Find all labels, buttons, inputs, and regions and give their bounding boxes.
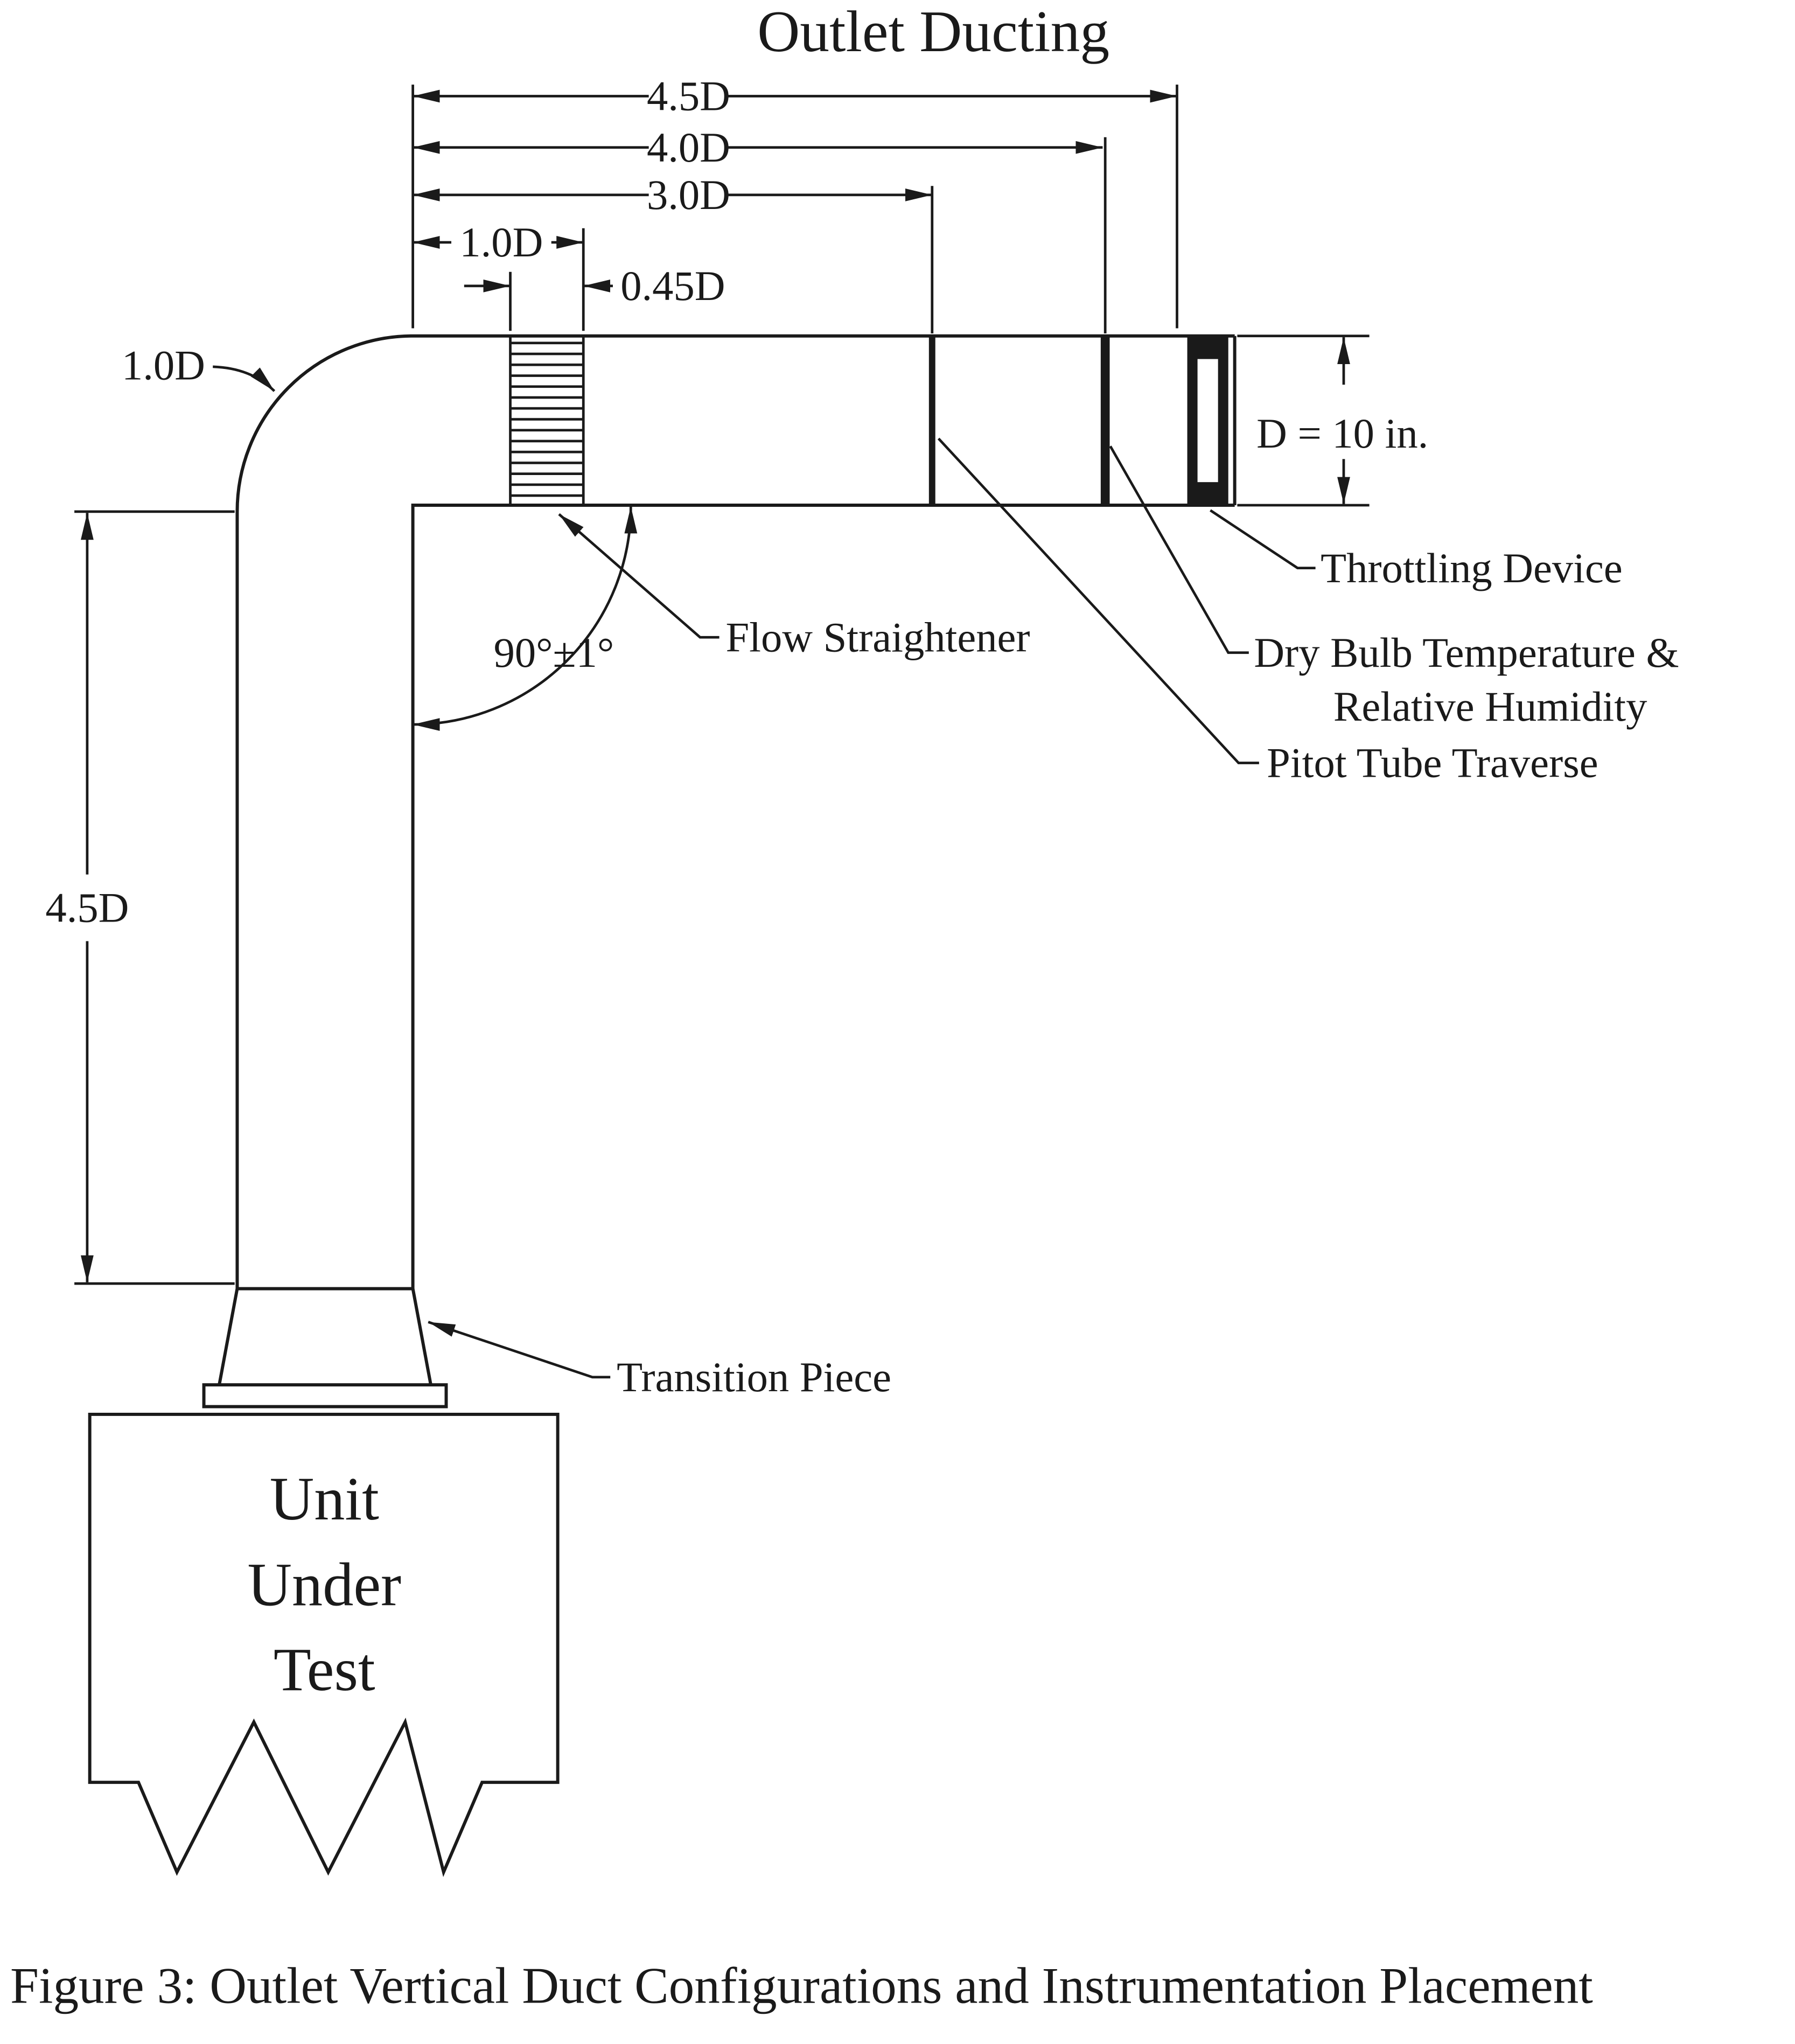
leader-line: [213, 365, 276, 392]
angle-label: 90°±1°: [494, 629, 614, 676]
dimension-left-4-5d: 4.5D: [45, 510, 235, 1285]
leader-line: [428, 1321, 611, 1379]
leader-line: [937, 437, 1259, 764]
transition-side: [411, 1288, 432, 1385]
flow-straightener: [509, 334, 585, 507]
transition-piece: [202, 1287, 448, 1408]
dimension-label-elbow-radius: 1.0D: [122, 342, 205, 389]
dimension-top-3-0d: 3.0D: [413, 171, 932, 218]
dimension-label-0-45d: 0.45D: [620, 262, 725, 309]
leader-line: [1109, 445, 1249, 654]
duct-inner-wall: [411, 504, 1235, 1289]
throttling-device: [1187, 336, 1228, 505]
elbow-angle-annotation: 90°±1°: [413, 506, 638, 731]
extension-lines-top: [411, 85, 1178, 333]
transition-piece-label: Transition Piece: [617, 1354, 891, 1400]
figure-caption: Figure 3: Outlet Vertical Duct Configura…: [10, 1957, 1593, 2014]
pitot-callout: Pitot Tube Traverse: [937, 437, 1598, 786]
unit-label-line2: Under: [248, 1551, 402, 1619]
leader-line: [558, 513, 720, 639]
dimension-top-1-0d: 1.0D: [413, 219, 584, 266]
throttling-device-label: Throttling Device: [1321, 545, 1623, 591]
pitot-label: Pitot Tube Traverse: [1267, 740, 1598, 786]
elbow-radius-callout: 1.0D: [122, 342, 276, 392]
throttling-device-callout: Throttling Device: [1210, 509, 1623, 591]
dimension-top-4-5d: 4.5D: [413, 73, 1177, 120]
unit-label-line1: Unit: [270, 1464, 379, 1533]
unit-under-test-box: [88, 1412, 560, 1878]
dimension-label-4-0d: 4.0D: [647, 124, 730, 171]
flow-straightener-callout: Flow Straightener: [558, 513, 1030, 660]
dimension-top-4-0d: 4.0D: [413, 124, 1103, 171]
dry-bulb-label-line2: Relative Humidity: [1333, 683, 1647, 730]
dimension-label-3-0d: 3.0D: [647, 171, 730, 218]
leader-line: [1210, 509, 1316, 570]
transition-piece-callout: Transition Piece: [428, 1321, 891, 1400]
dry-bulb-label-line1: Dry Bulb Temperature &: [1254, 629, 1679, 676]
dimension-label-4-5d: 4.5D: [647, 73, 730, 120]
dimension-label-1-0d: 1.0D: [459, 219, 543, 266]
unit-label-line3: Test: [274, 1635, 375, 1704]
dimension-top-0-45d: 0.45D: [464, 262, 725, 309]
transition-flange: [202, 1383, 448, 1408]
dimension-label-diameter: D = 10 in.: [1256, 410, 1428, 457]
duct-outer-wall: [235, 334, 1235, 1289]
angle-arc: [413, 506, 638, 731]
unit-under-test: Unit Under Test: [88, 1412, 560, 1878]
transition-side: [218, 1288, 239, 1385]
flow-straightener-label: Flow Straightener: [725, 613, 1030, 660]
dimension-diameter: D = 10 in.: [1237, 334, 1428, 507]
diagram-title: Outlet Ducting: [757, 0, 1109, 64]
duct-outline: [235, 334, 1237, 1289]
dry-bulb-callout: Dry Bulb Temperature & Relative Humidity: [1109, 445, 1679, 730]
throttling-device-slot: [1197, 359, 1218, 483]
dimension-label-left-4-5d: 4.5D: [45, 884, 129, 931]
